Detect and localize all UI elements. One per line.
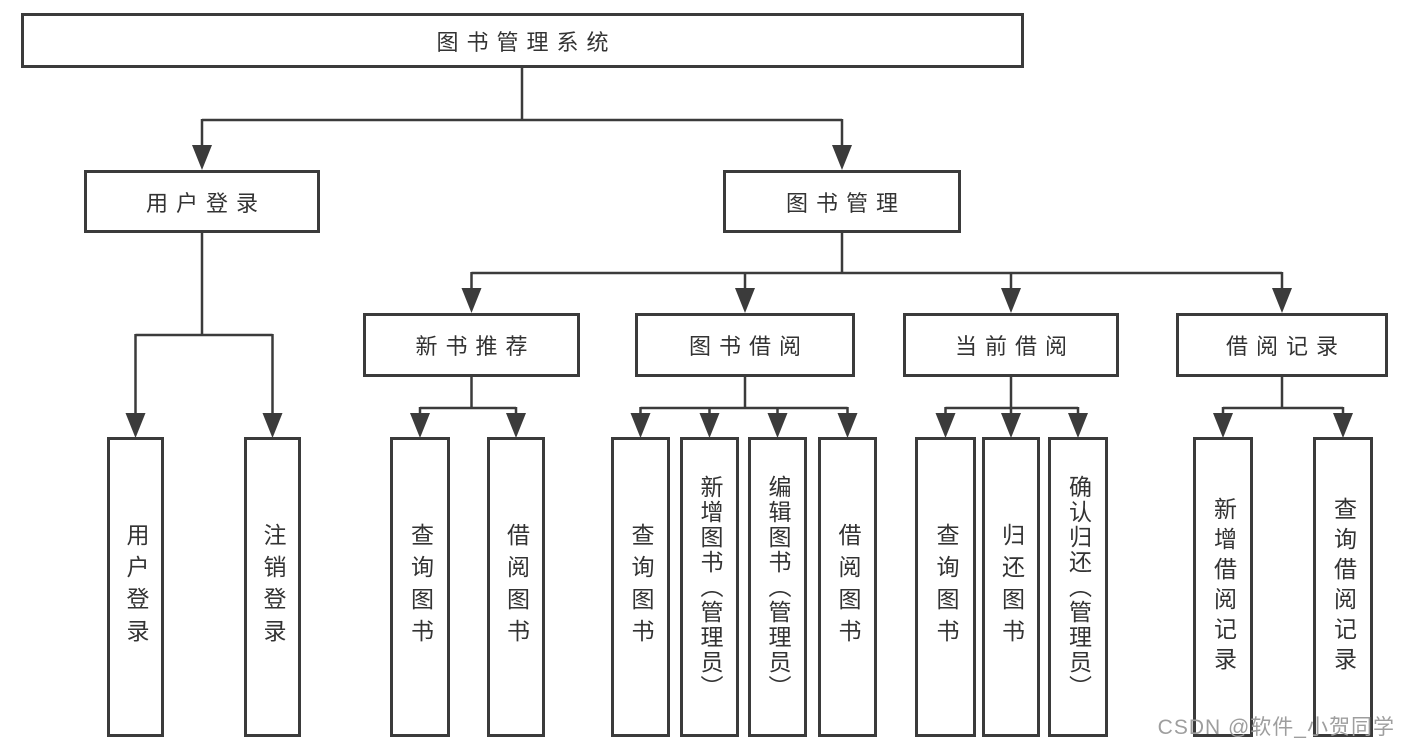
leaf-label: 查询图书 [933,523,959,651]
leaf-label: 查询图书 [628,523,654,651]
leaf-query-borrow-record: 查询借阅记录 [1313,437,1373,737]
leaf-add-borrow-record: 新增借阅记录 [1193,437,1253,737]
leaf-label: 用户登录 [123,523,149,651]
leaf-label: 新增借阅记录 [1210,497,1237,677]
node-library-management-system: 图书管理系统 [21,13,1024,68]
node-user-login: 用户登录 [84,170,320,233]
leaf-add-book-admin: 新增图书（管理员） [680,437,739,737]
leaf-logout: 注销登录 [244,437,301,737]
leaf-label: 查询图书 [407,523,434,651]
leaf-confirm-return-admin: 确认归还（管理员） [1048,437,1108,737]
leaf-query-books-recommend: 查询图书 [390,437,450,737]
leaf-return-books: 归还图书 [982,437,1040,737]
node-book-management: 图书管理 [723,170,961,233]
leaf-query-books-borrowing: 查询图书 [611,437,670,737]
node-new-book-recommendation: 新书推荐 [363,313,580,377]
leaf-borrow-books-borrowing: 借阅图书 [818,437,877,737]
leaf-label: 确认归还（管理员） [1065,474,1092,700]
leaf-label: 注销登录 [260,523,286,651]
node-current-borrowing: 当前借阅 [903,313,1119,377]
leaf-user-login: 用户登录 [107,437,164,737]
leaf-label: 查询借阅记录 [1330,497,1357,677]
leaf-label: 借阅图书 [835,523,861,651]
csdn-watermark: CSDN @软件_小贺同学 [1157,716,1395,739]
node-borrowing-records: 借阅记录 [1176,313,1388,377]
leaf-label: 归还图书 [998,523,1025,651]
leaf-edit-book-admin: 编辑图书（管理员） [748,437,807,737]
leaf-label: 新增图书（管理员） [697,474,723,700]
leaf-borrow-books-recommend: 借阅图书 [487,437,545,737]
node-book-borrowing: 图书借阅 [635,313,855,377]
leaf-label: 编辑图书（管理员） [765,474,791,700]
leaf-label: 借阅图书 [503,523,530,651]
leaf-query-books-current: 查询图书 [915,437,976,737]
